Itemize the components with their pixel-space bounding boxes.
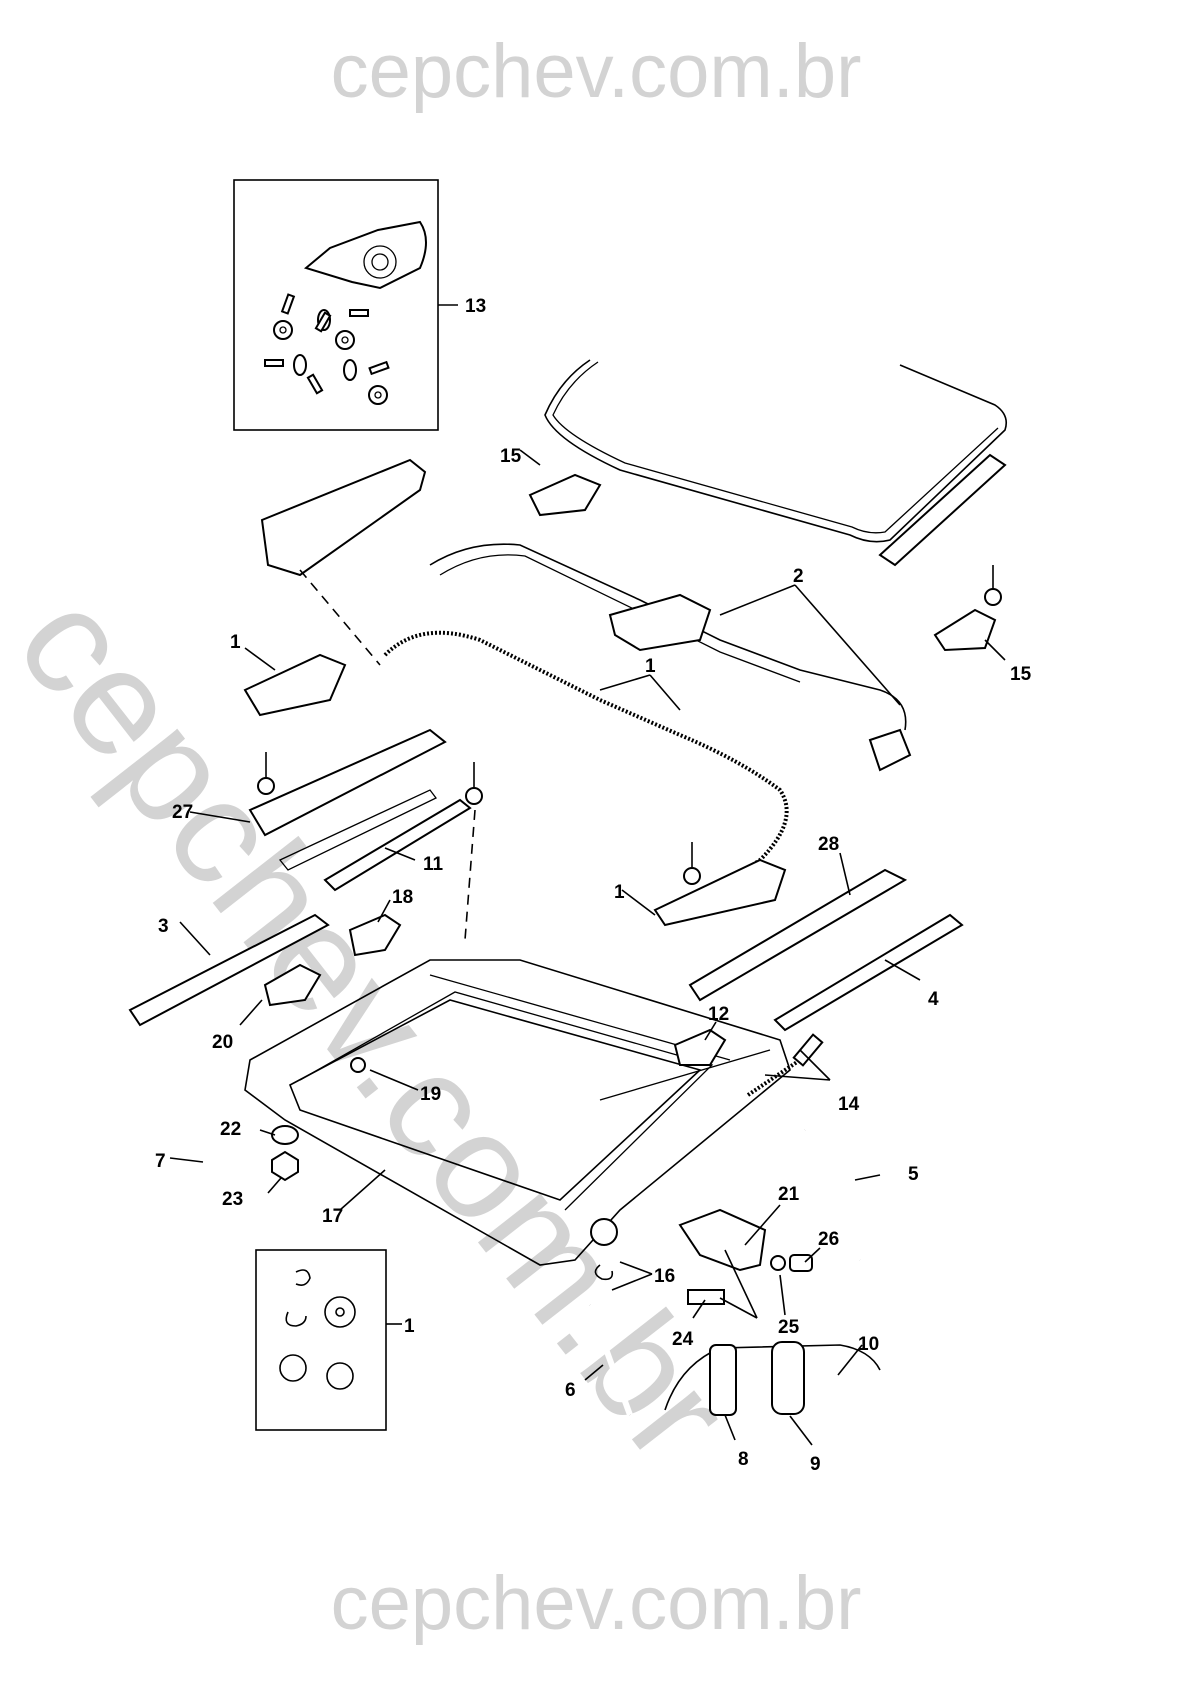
drive-cable [383,630,789,902]
callout-10: 10 [858,1334,879,1355]
leader-lines [169,449,1006,1446]
bushing-26 [789,1254,813,1272]
bolts [257,565,1002,885]
nut-23 [271,1150,299,1182]
callout-28: 28 [818,834,839,855]
callout-21: 21 [778,1184,800,1205]
bracket-20 [263,963,322,1007]
callout-25: 25 [778,1317,800,1338]
callout-23: 23 [222,1189,243,1210]
connector-8 [709,1344,737,1416]
callout-1-kit: 1 [404,1316,415,1337]
hardware-kit-inset [233,179,458,431]
switch-12 [673,1028,727,1066]
front-guide [260,458,427,577]
bracket-18 [348,913,402,957]
callout-17: 17 [322,1206,343,1227]
callout-1-cable: 1 [645,656,656,677]
callout-16: 16 [654,1266,675,1287]
washer-22 [271,1125,299,1145]
bracket-15-right [933,608,997,652]
glass-bracket [878,453,1007,567]
rail-3 [128,913,330,1027]
alignment-dash-2 [299,569,381,666]
alignment-dash [464,809,476,941]
guide-left [243,653,347,717]
callout-6: 6 [565,1380,576,1401]
callout-24: 24 [672,1329,694,1350]
callout-7: 7 [155,1151,166,1172]
callout-4: 4 [928,989,939,1010]
rail-4 [773,913,964,1032]
watermark-top: cepchev.com.br [330,29,862,114]
callout-18: 18 [392,887,413,908]
spring-14 [746,1058,802,1097]
watermark-bottom: cepchev.com.br [330,1561,862,1646]
clip-16-ring [594,1264,614,1281]
callout-12: 12 [708,1004,729,1025]
motor-9 [771,1341,805,1415]
callout-13: 13 [465,296,486,317]
track-27 [248,728,447,837]
bracket-15-left [528,473,602,517]
rod-11 [323,798,472,892]
sleeve-14 [792,1033,824,1067]
callout-27: 27 [172,802,193,823]
bolt-24 [687,1289,725,1305]
washer-25 [770,1255,786,1271]
callout-8: 8 [738,1449,749,1470]
track-28 [688,868,908,1002]
callout-15-right: 15 [1010,664,1032,685]
callout-15-left: 15 [500,446,522,467]
strip [278,789,437,871]
callout-2: 2 [793,566,804,587]
glass-panel [544,359,1008,543]
clip-16 [590,1218,618,1246]
cable-drive [429,543,912,772]
callout-19: 19 [420,1084,441,1105]
callout-11: 11 [423,854,444,875]
bracket-21 [678,1208,767,1272]
callout-3: 3 [158,916,169,937]
clip-kit-inset [255,1249,402,1431]
guide-right [653,858,787,927]
callout-26: 26 [818,1229,839,1250]
callout-20: 20 [212,1032,233,1053]
callout-22: 22 [220,1119,241,1140]
callout-1-guide: 1 [230,632,241,653]
bolt-19 [350,1057,366,1073]
callout-1-guide-right: 1 [614,882,625,903]
callout-labels: 13 15 15 2 1 1 1 1 27 11 28 3 4 18 20 12… [155,296,1032,1475]
callout-14: 14 [838,1094,860,1115]
callout-5: 5 [908,1164,919,1185]
callout-9: 9 [810,1454,821,1475]
